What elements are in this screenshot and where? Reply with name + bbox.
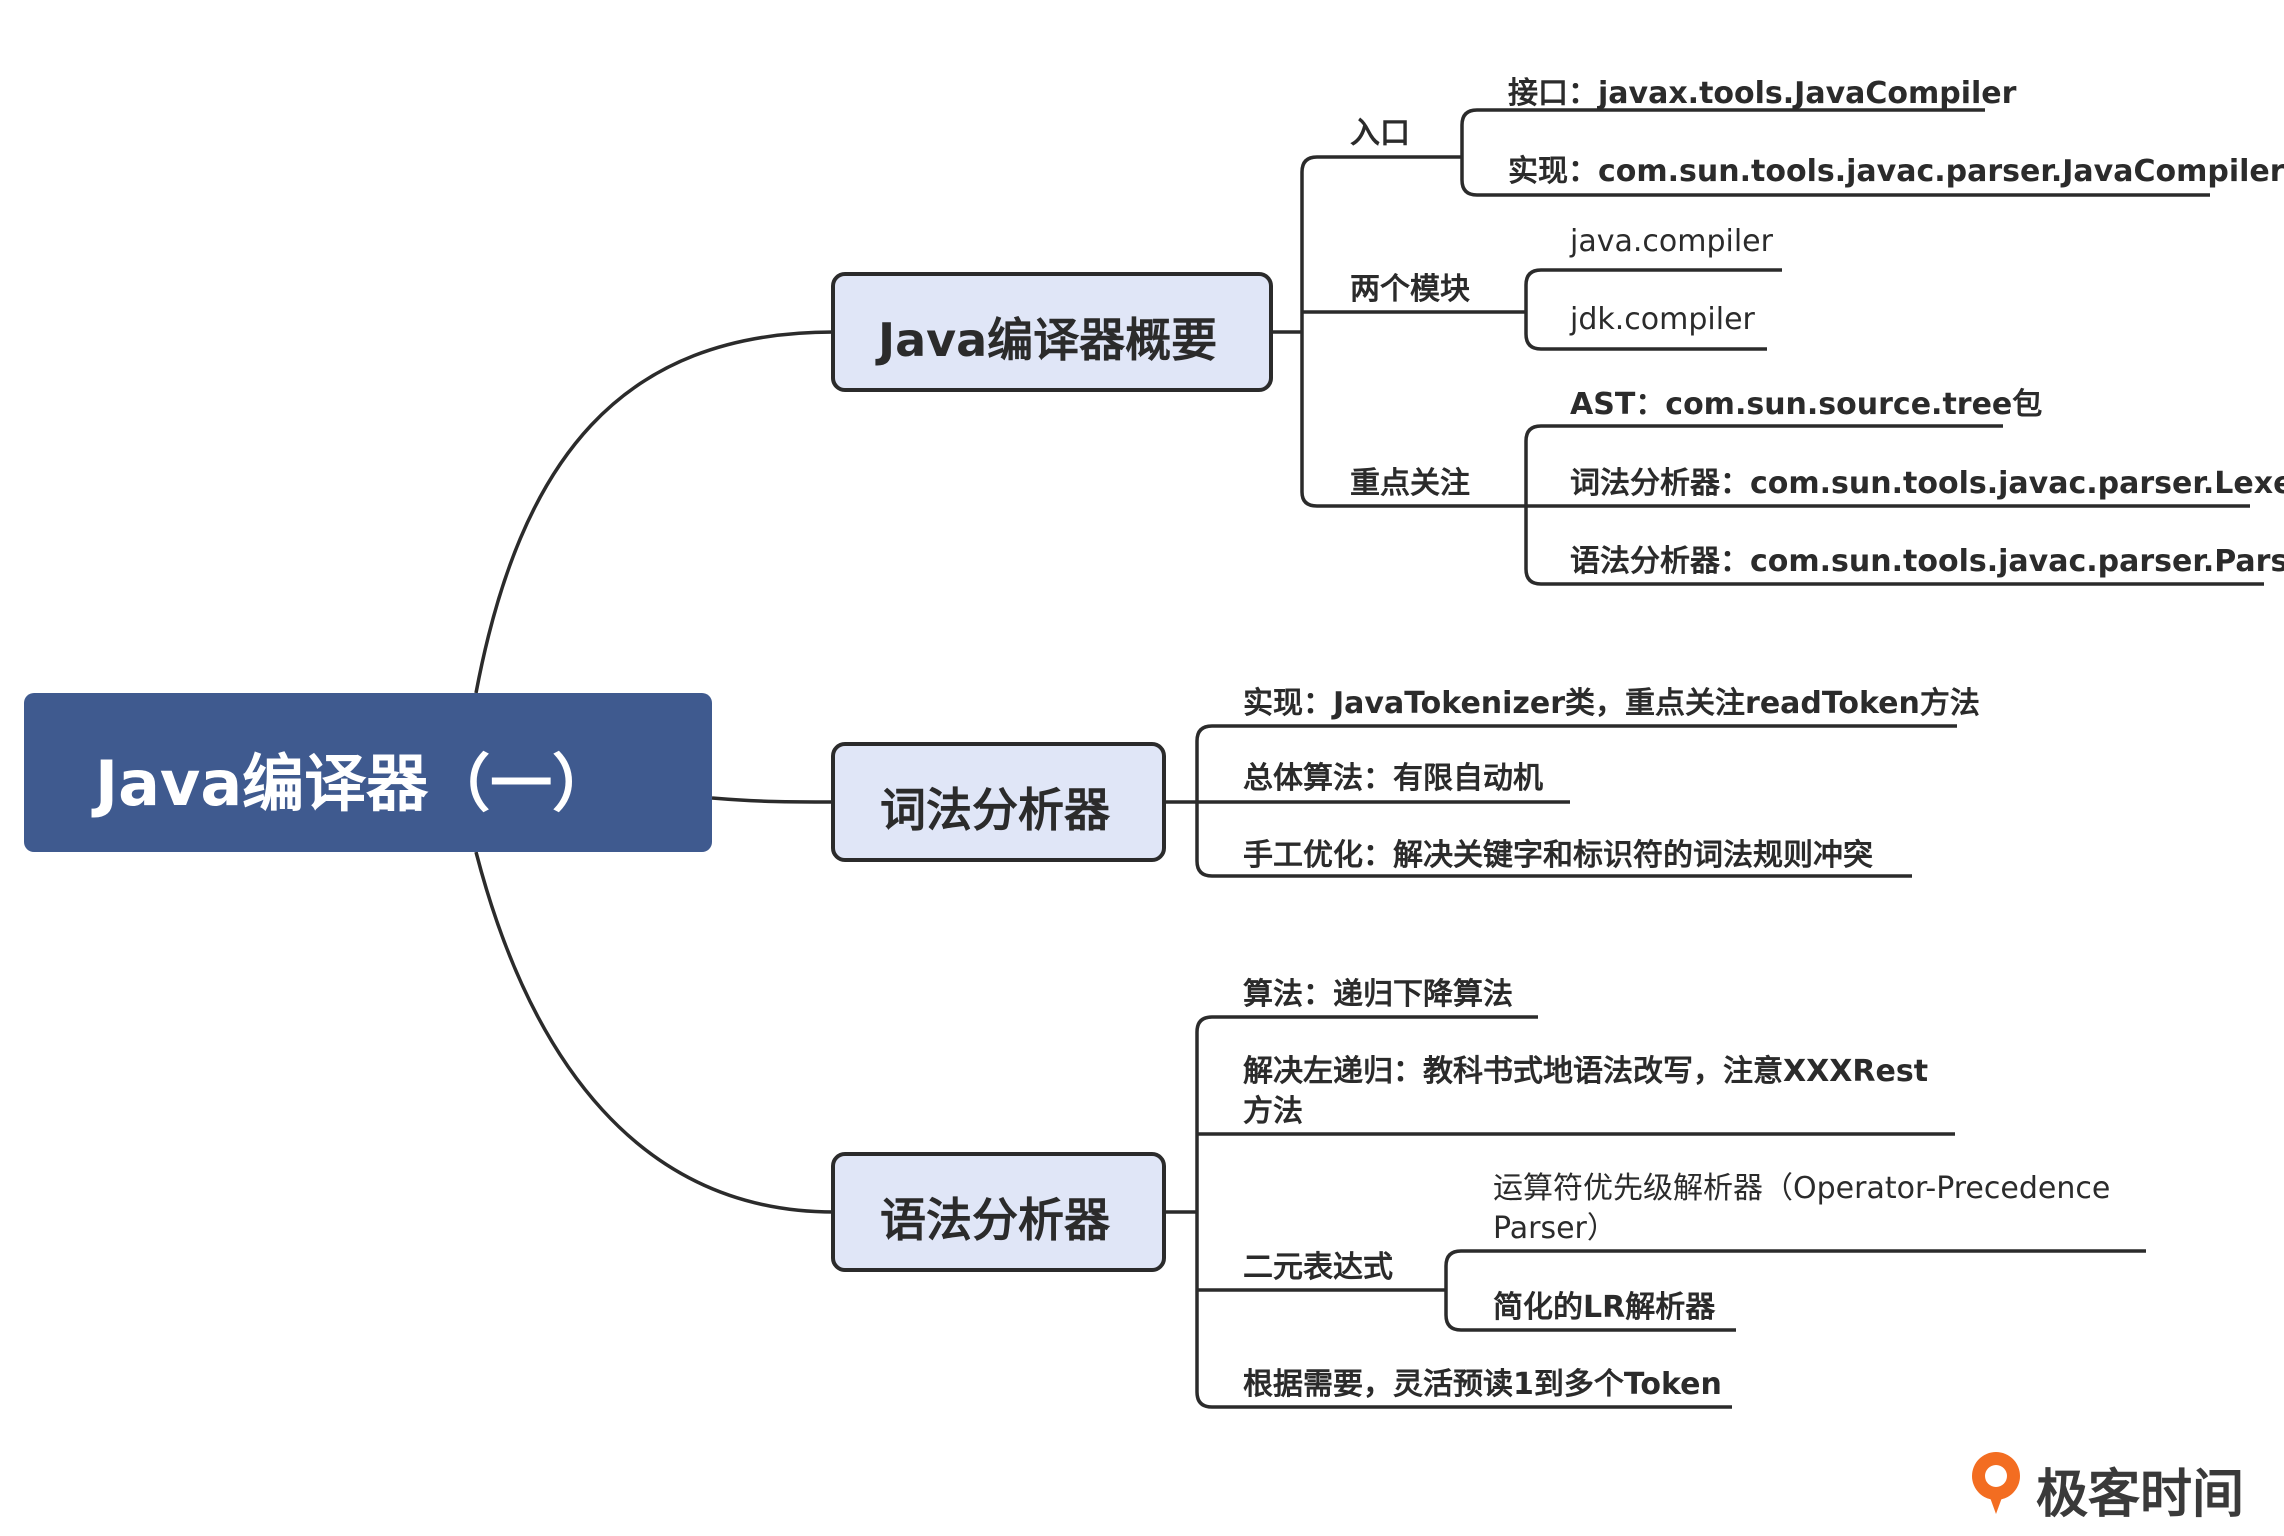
- connector-root-to-parser: [474, 851, 835, 1214]
- leaf-interface: 接口：javax.tools.JavaCompiler: [1508, 76, 2017, 111]
- group-binary-expression-label: 二元表达式: [1243, 1250, 1393, 1285]
- leaf-lexer-class: 词法分析器：com.sun.tools.javac.parser.Lexer: [1570, 466, 2284, 501]
- group-two-modules-label: 两个模块: [1350, 272, 1470, 307]
- connector-summary-hub: [1270, 155, 1526, 508]
- root-node[interactable]: [24, 693, 712, 852]
- leaf-implementation: 实现：com.sun.tools.javac.parser.JavaCompil…: [1508, 154, 2284, 189]
- node-parser[interactable]: [831, 1152, 1166, 1272]
- leaf-lookahead: 根据需要，灵活预读1到多个Token: [1243, 1367, 1722, 1402]
- connector-root-to-summary: [474, 330, 835, 694]
- leaf-lexer-impl: 实现：JavaTokenizer类，重点关注readToken方法: [1243, 686, 1980, 721]
- leaf-simplified-lr: 简化的LR解析器: [1493, 1290, 1716, 1325]
- geektime-logo-text: 极客时间: [2036, 1465, 2245, 1525]
- node-java-compiler-summary[interactable]: [831, 272, 1273, 392]
- connector-modules-children: [1510, 268, 1782, 351]
- connector-parser-children: [1165, 1015, 1955, 1409]
- geektime-logo-icon: [1972, 1452, 2020, 1514]
- leaf-jdk-compiler: jdk.compiler: [1570, 302, 1755, 337]
- leaf-lexer-optimization: 手工优化：解决关键字和标识符的词法规则冲突: [1243, 838, 1873, 873]
- node-lexer[interactable]: [831, 742, 1166, 862]
- connector-focus-children: [1524, 424, 2264, 586]
- leaf-operator-precedence-line2: Parser）: [1493, 1211, 1617, 1246]
- node-parser-label: 语法分析器: [880, 1193, 1110, 1247]
- leaf-java-compiler: java.compiler: [1570, 224, 1773, 259]
- connector-lexer-children: [1165, 724, 1957, 878]
- group-key-focus-label: 重点关注: [1350, 466, 1470, 501]
- connector-root-to-lexer: [711, 796, 835, 804]
- group-entry-label: 入口: [1350, 116, 1410, 151]
- leaf-left-recursion-line2: 方法: [1243, 1094, 1303, 1129]
- leaf-parser-class: 语法分析器：com.sun.tools.javac.parser.Parser: [1570, 544, 2284, 579]
- connector-entry-children: [1460, 108, 2210, 197]
- leaf-ast: AST：com.sun.source.tree包: [1570, 387, 2043, 422]
- connector-binary-children: [1444, 1249, 2146, 1332]
- node-lexer-label: 词法分析器: [880, 783, 1110, 837]
- leaf-parser-algorithm: 算法：递归下降算法: [1243, 977, 1513, 1012]
- leaf-lexer-algorithm: 总体算法：有限自动机: [1243, 761, 1543, 796]
- root-node-label: Java编译器（一）: [95, 747, 615, 820]
- leaf-operator-precedence-line1: 运算符优先级解析器（Operator-Precedence: [1493, 1171, 2111, 1206]
- leaf-left-recursion-line1: 解决左递归：教科书式地语法改写，注意XXXRest: [1243, 1054, 1929, 1089]
- node-java-compiler-summary-label: Java编译器概要: [878, 313, 1218, 367]
